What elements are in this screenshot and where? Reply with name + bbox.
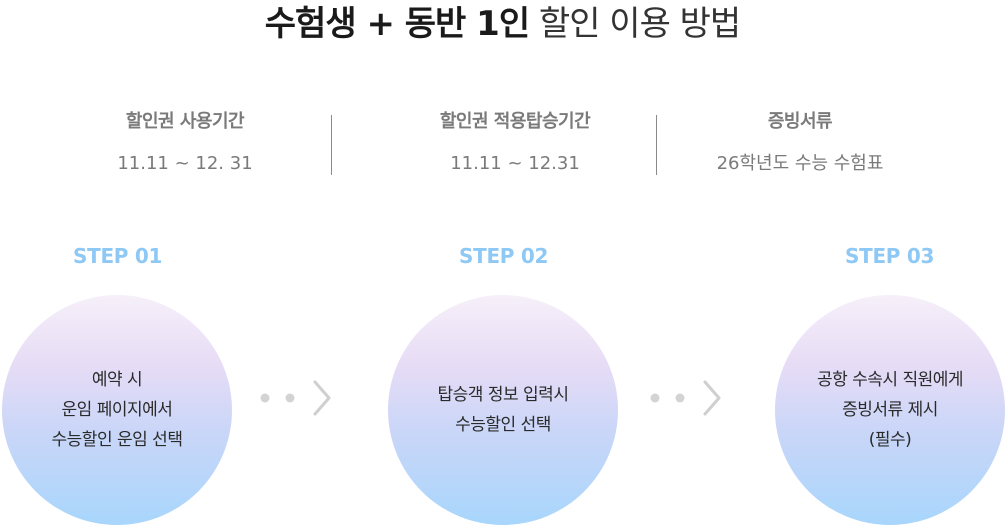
info-usage-period: 할인권 사용기간 11.11 ~ 12. 31 (85, 108, 285, 178)
divider (656, 115, 657, 175)
step-1-text: 예약 시 운임 페이지에서 수능할인 운임 선택 (52, 365, 183, 455)
step-1-label: STEP 01 (73, 244, 163, 268)
step-text-line: 예약 시 (91, 370, 143, 390)
title-light: 할인 이용 방법 (538, 4, 741, 44)
info-label: 할인권 적용탑승기간 (439, 111, 591, 132)
info-documents: 증빙서류 26학년도 수능 수험표 (690, 108, 910, 178)
info-label: 증빙서류 (767, 111, 833, 132)
step-3-label: STEP 03 (845, 244, 935, 268)
step-text-line: 증빙서류 제시 (842, 400, 938, 420)
info-boarding-period: 할인권 적용탑승기간 11.11 ~ 12.31 (385, 108, 645, 178)
step-text-line: 탑승객 정보 입력시 (437, 385, 569, 405)
page-title: 수험생 + 동반 1인 할인 이용 방법 (0, 2, 1005, 46)
step-text-line: 수능할인 선택 (455, 415, 551, 435)
step-text-line: 수능할인 운임 선택 (51, 430, 183, 450)
step-3-text: 공항 수속시 직원에게 증빙서류 제시 (필수) (816, 365, 964, 455)
dots-chevron-right-icon (260, 380, 331, 416)
step-2-text: 탑승객 정보 입력시 수능할인 선택 (438, 380, 569, 440)
info-label: 할인권 사용기간 (125, 111, 245, 132)
step-text-line: (필수) (868, 430, 912, 450)
info-value: 11.11 ~ 12. 31 (117, 153, 253, 174)
step-text-line: 공항 수속시 직원에게 (816, 370, 964, 390)
step-1-circle: 예약 시 운임 페이지에서 수능할인 운임 선택 (2, 295, 232, 525)
step-2-circle: 탑승객 정보 입력시 수능할인 선택 (388, 295, 618, 525)
divider (331, 115, 332, 175)
title-bold: 수험생 + 동반 1인 (264, 4, 530, 44)
step-text-line: 운임 페이지에서 (61, 400, 173, 420)
info-value: 11.11 ~ 12.31 (450, 153, 580, 174)
dots-chevron-right-icon (650, 380, 721, 416)
info-value: 26학년도 수능 수험표 (716, 153, 884, 174)
step-2-label: STEP 02 (459, 244, 549, 268)
step-3-circle: 공항 수속시 직원에게 증빙서류 제시 (필수) (775, 295, 1005, 525)
